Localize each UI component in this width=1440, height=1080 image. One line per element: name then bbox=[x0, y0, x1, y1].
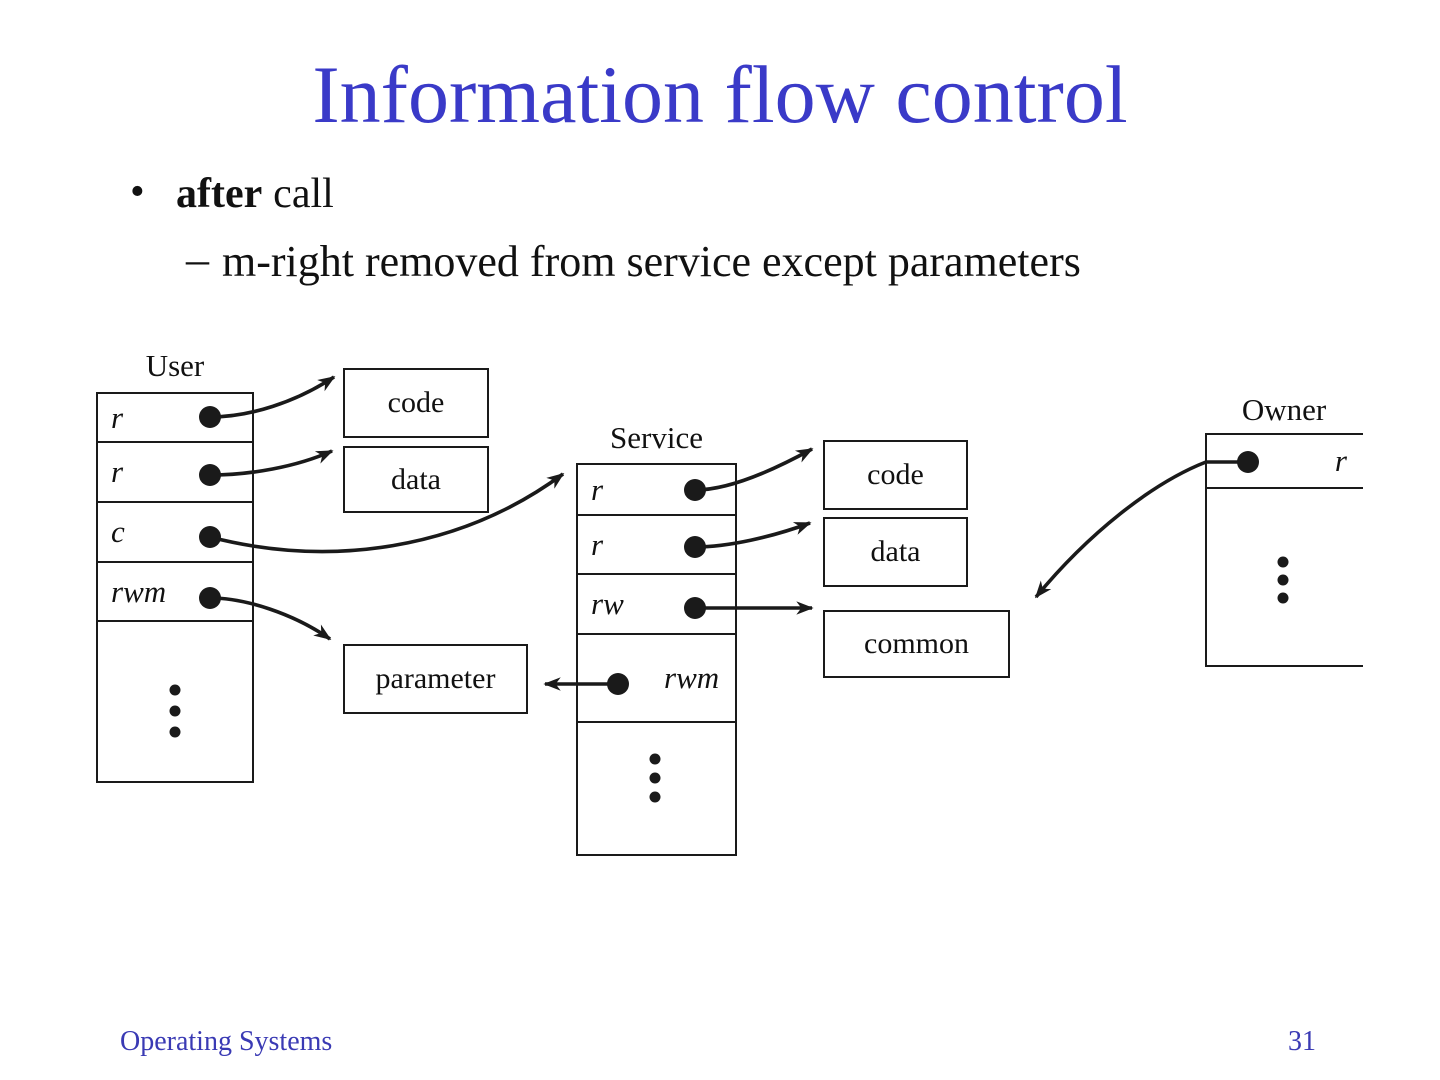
user-code-box: code bbox=[343, 368, 489, 438]
owner-row-more bbox=[1207, 489, 1363, 665]
user-table-label: User bbox=[145, 348, 205, 383]
common-box: common bbox=[823, 610, 1010, 678]
bullet-icon: • bbox=[130, 169, 145, 215]
footer-page-number: 31 bbox=[1288, 1026, 1316, 1057]
user-row-rwm: rwm bbox=[98, 563, 252, 622]
user-row-c-label: c bbox=[111, 514, 125, 549]
page-title: Information flow control bbox=[312, 49, 1128, 140]
sub-bullet-dash-icon: – bbox=[186, 233, 209, 284]
service-table-label: Service bbox=[610, 420, 703, 455]
parameter-box: parameter bbox=[343, 644, 528, 714]
bullet-regular-text: call bbox=[273, 171, 334, 217]
service-row-rw: rw bbox=[578, 575, 735, 635]
user-row-r2-label: r bbox=[111, 454, 124, 489]
service-row-r1: r bbox=[578, 465, 735, 516]
service-row-r2: r bbox=[578, 516, 735, 575]
user-row-more bbox=[98, 622, 252, 781]
service-row-rwm-label: rwm bbox=[664, 660, 720, 695]
service-row-more bbox=[578, 723, 735, 854]
bullet-bold-text: after bbox=[176, 171, 263, 217]
user-row-r2: r bbox=[98, 443, 252, 503]
user-row-rwm-label: rwm bbox=[111, 573, 167, 609]
user-data-box: data bbox=[343, 446, 489, 513]
owner-table-label: Owner bbox=[1241, 392, 1327, 427]
user-row-c: c bbox=[98, 503, 252, 563]
owner-row-r: r bbox=[1207, 435, 1363, 489]
service-row-r1-label: r bbox=[591, 471, 604, 507]
user-capability-table: r r c rwm bbox=[96, 392, 254, 783]
service-code-box: code bbox=[823, 440, 968, 510]
owner-row-r-label: r bbox=[1334, 443, 1347, 478]
footer-course-name: Operating Systems bbox=[120, 1026, 333, 1057]
service-row-rwm: rwm bbox=[578, 635, 735, 723]
service-capability-table: r r rw rwm bbox=[576, 463, 737, 856]
owner-capability-table: r bbox=[1205, 433, 1363, 667]
user-row-r1-label: r bbox=[111, 399, 124, 435]
sub-bullet-text: m-right removed from service except para… bbox=[222, 237, 1081, 286]
user-row-r1: r bbox=[98, 394, 252, 443]
service-row-rw-label: rw bbox=[591, 586, 624, 621]
service-data-box: data bbox=[823, 517, 968, 587]
service-row-r2-label: r bbox=[591, 526, 604, 562]
